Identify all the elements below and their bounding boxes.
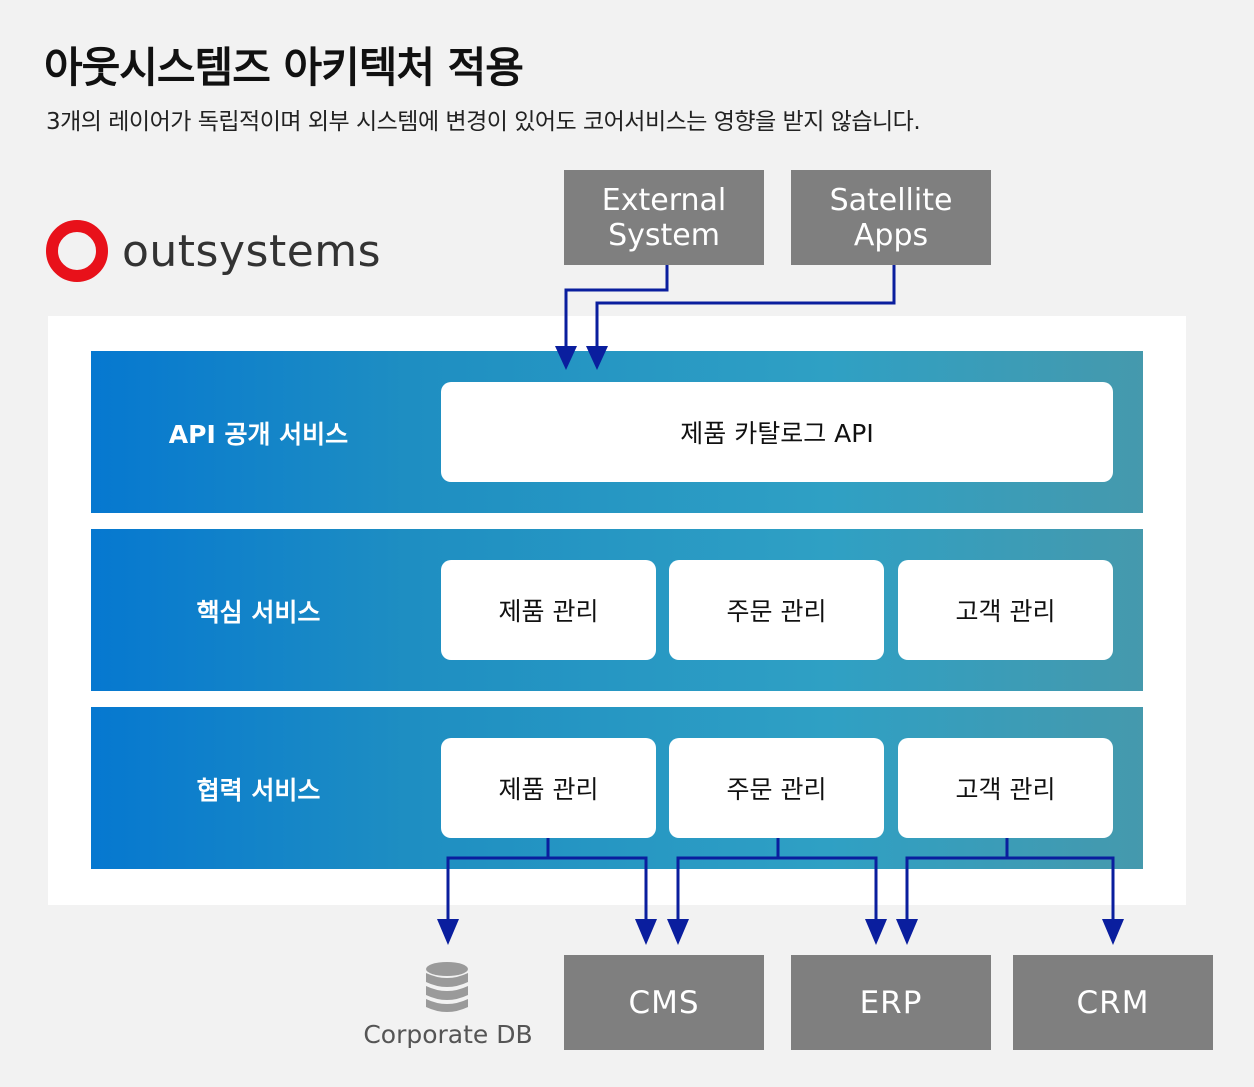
arrow-product-to-db	[446, 838, 550, 921]
core-order-card: 주문 관리	[669, 560, 884, 660]
erp-box: ERP	[791, 955, 991, 1050]
arrowhead	[1102, 919, 1124, 945]
arrow-order-to-erp	[778, 856, 878, 921]
arrow-external-to-api	[564, 265, 669, 348]
page-subtitle: 3개의 레이어가 독립적이며 외부 시스템에 변경이 있어도 코어서비스는 영향…	[46, 109, 921, 135]
external-system-box: External System	[564, 170, 764, 265]
core-layer: 핵심 서비스 제품 관리 주문 관리 고객 관리	[91, 529, 1143, 691]
collab-layer: 협력 서비스 제품 관리 주문 관리 고객 관리	[91, 707, 1143, 869]
arrowhead	[667, 919, 689, 945]
arrowhead	[555, 346, 577, 370]
api-layer: API 공개 서비스 제품 카탈로그 API	[91, 351, 1143, 513]
crm-box: CRM	[1013, 955, 1213, 1050]
collab-layer-label: 협력 서비스	[196, 776, 321, 805]
corporate-db-label: Corporate DB	[363, 1020, 533, 1049]
external-system-label-line1: External	[601, 182, 727, 218]
arrow-order-to-cms	[676, 838, 780, 921]
satellite-apps-box: Satellite Apps	[791, 170, 991, 265]
core-layer-label: 핵심 서비스	[196, 598, 321, 627]
outsystems-logo-text: outsystems	[122, 225, 382, 277]
external-system-label-line2: System	[608, 217, 720, 253]
page-title: 아웃시스템즈 아키텍처 적용	[44, 43, 524, 92]
satellite-apps-label-line1: Satellite	[829, 182, 953, 218]
outsystems-logo: outsystems	[46, 220, 381, 282]
arrowhead	[865, 919, 887, 945]
arrowhead	[635, 919, 657, 945]
arrowhead	[896, 919, 918, 945]
core-product-card: 제품 관리	[441, 560, 656, 660]
product-catalog-api-card: 제품 카탈로그 API	[441, 382, 1113, 482]
core-customer-card: 고객 관리	[898, 560, 1113, 660]
collab-product-card: 제품 관리	[441, 738, 656, 838]
api-layer-label: API 공개 서비스	[168, 420, 349, 449]
arrow-customer-to-crm	[1007, 856, 1115, 921]
satellite-apps-label-line2: Apps	[853, 217, 929, 253]
arrowhead	[437, 919, 459, 945]
collab-order-card: 주문 관리	[669, 738, 884, 838]
arrow-satellite-to-api	[595, 265, 896, 348]
cms-box: CMS	[564, 955, 764, 1050]
database-icon	[426, 962, 468, 1012]
collab-customer-card: 고객 관리	[898, 738, 1113, 838]
arrowhead	[586, 346, 608, 370]
arrow-product-to-cms	[548, 856, 648, 921]
arrow-customer-to-erp	[905, 838, 1009, 921]
